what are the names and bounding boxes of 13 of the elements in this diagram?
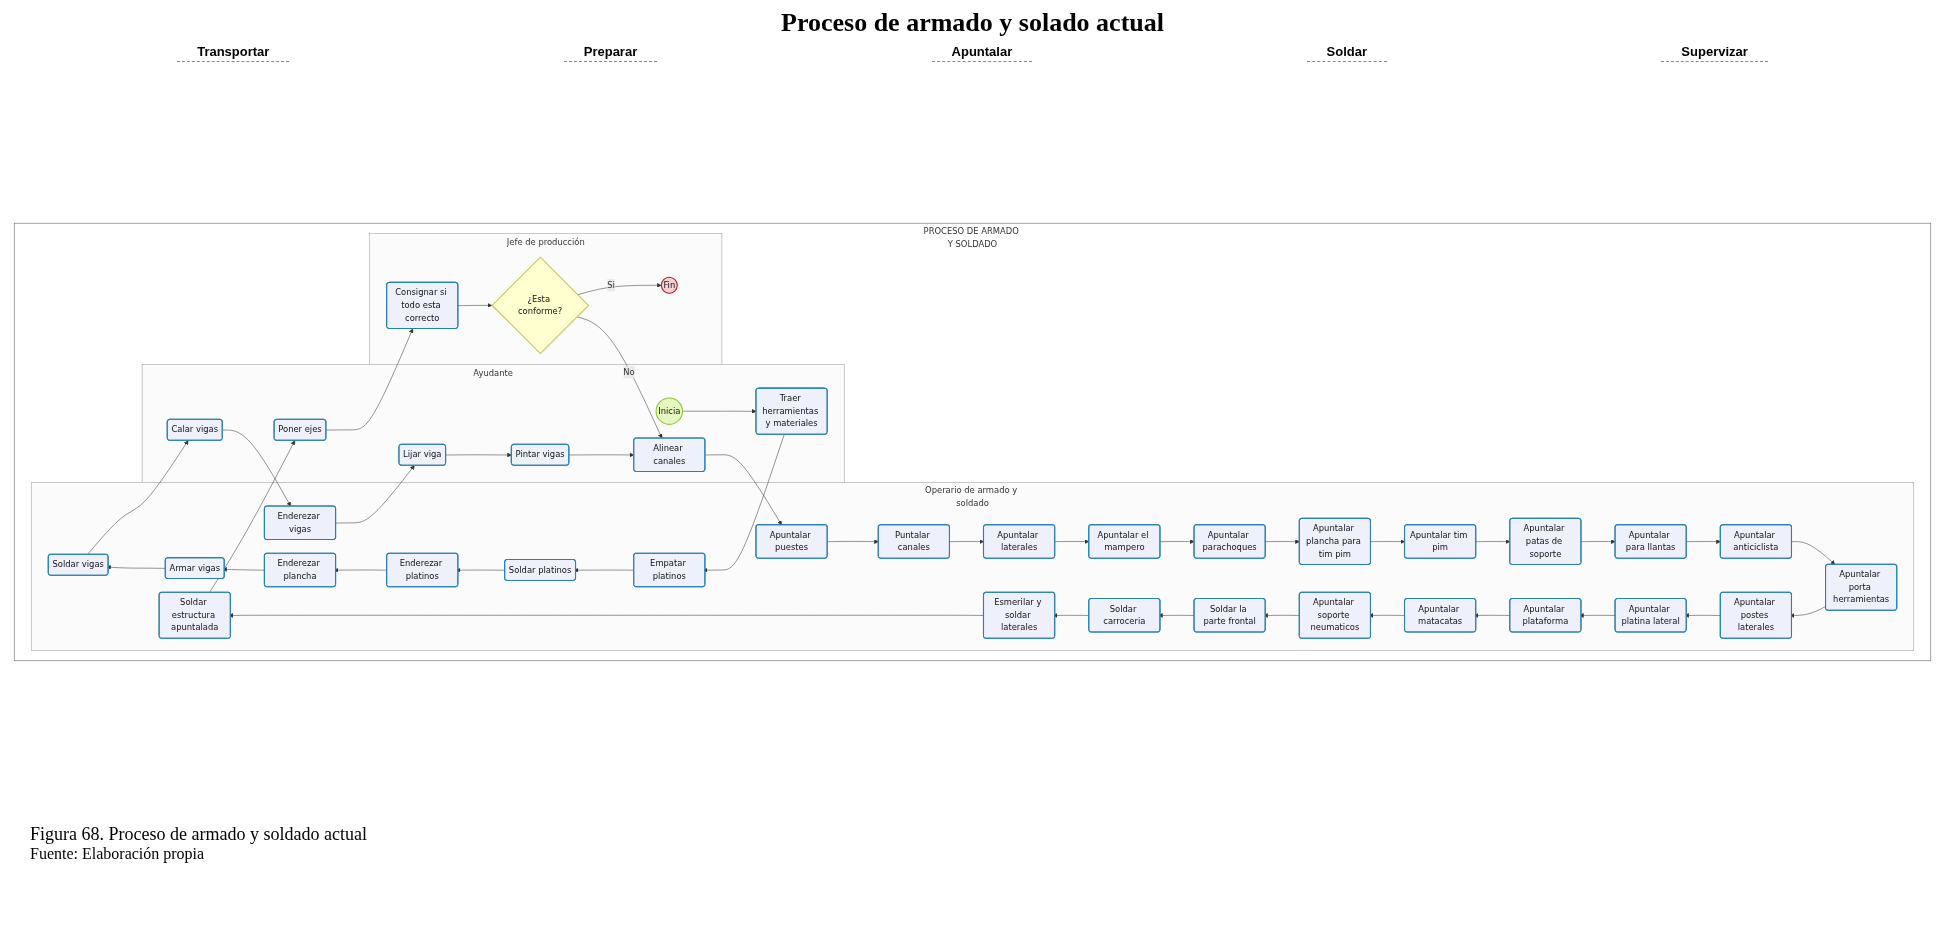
phase-header: Apuntalar — [931, 42, 1033, 62]
phase-header: Preparar — [563, 42, 658, 62]
figure-caption: Figura 68. Proceso de armado y soldado actual — [30, 824, 368, 845]
phase-header: Supervizar — [1661, 42, 1768, 62]
edge-label: No — [623, 367, 635, 377]
phase-header: Transportar — [177, 42, 290, 62]
node-diamond: ¿Esta conforme? — [491, 256, 590, 355]
phase-header: Soldar — [1306, 42, 1387, 62]
node-circle: Inicia — [655, 397, 683, 425]
source-note: Fuente: Elaboración propia — [30, 845, 206, 863]
edge-label: Si — [607, 280, 615, 291]
node-circle: Fin — [660, 276, 678, 294]
diagram-title: Proceso de armado y solado actual — [780, 8, 1165, 38]
